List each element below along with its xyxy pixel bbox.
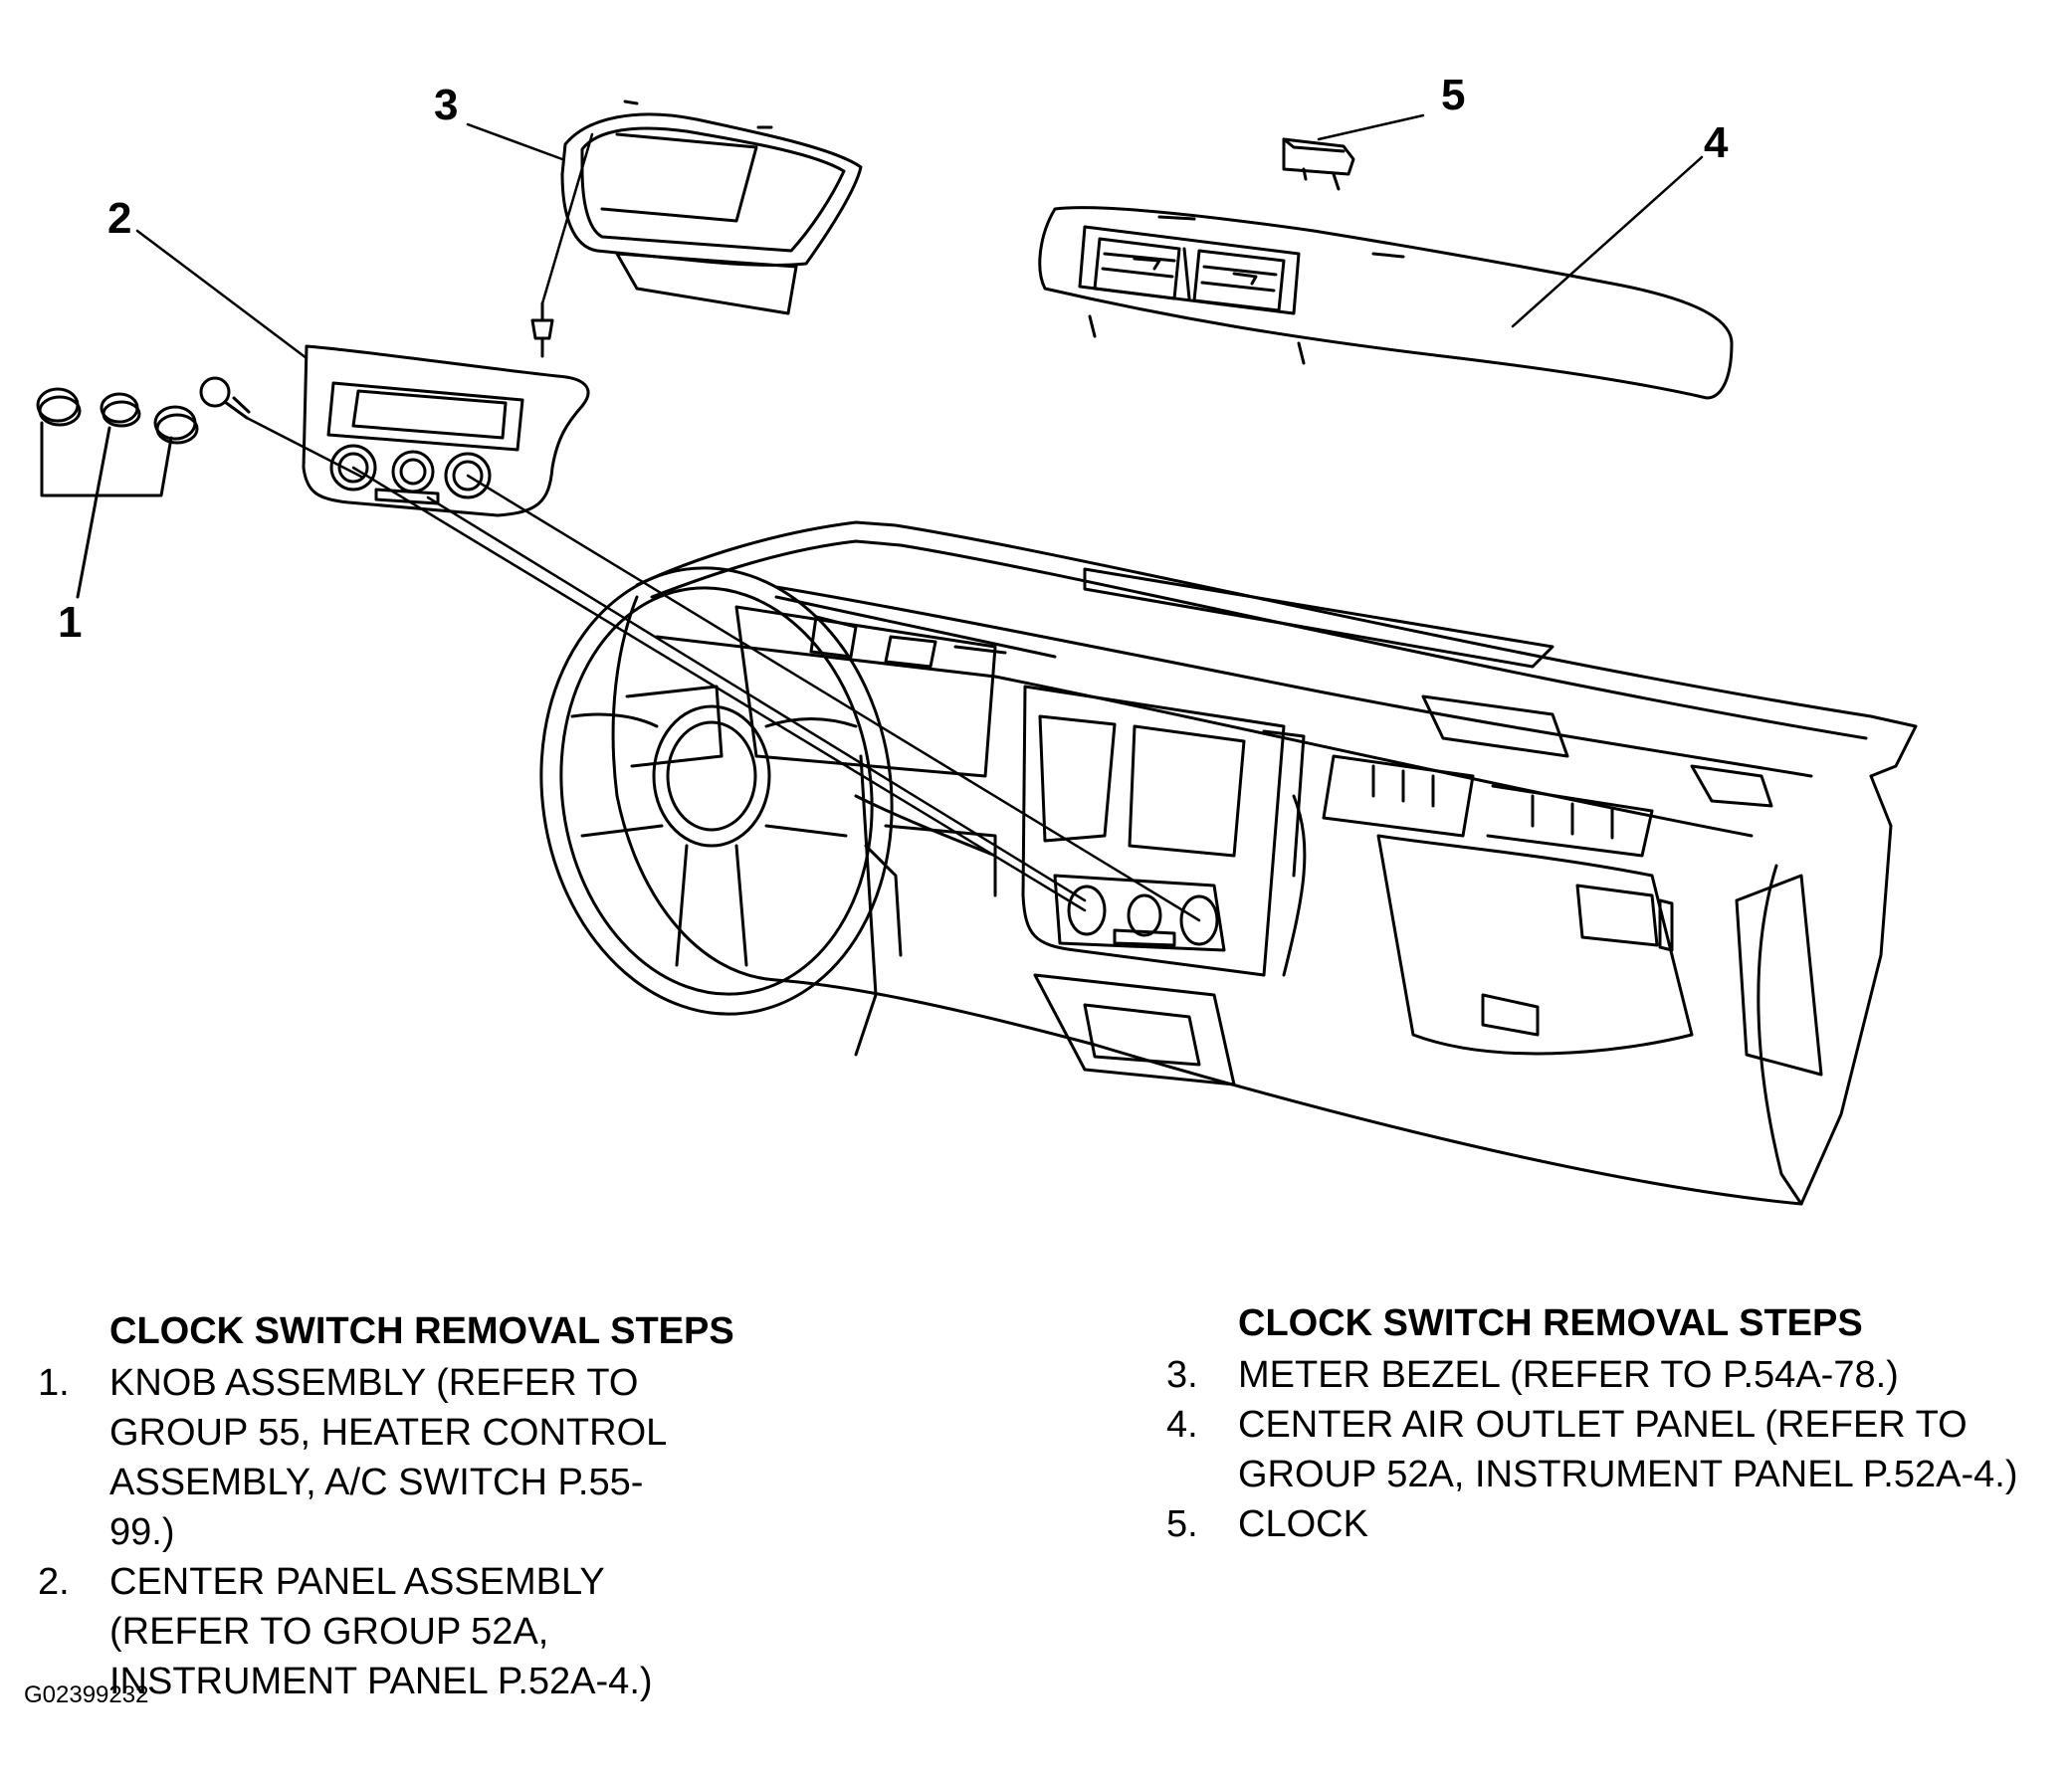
step-number: 2. <box>38 1561 70 1603</box>
step-item: 2. CENTER PANEL ASSEMBLY (REFER TO GROUP… <box>38 1557 734 1706</box>
center-air-outlet-panel <box>1038 206 1734 400</box>
knob-assembly <box>36 376 251 599</box>
callout-2: 2 <box>107 194 131 243</box>
meter-bezel <box>530 99 863 358</box>
step-item: 1. KNOB ASSEMBLY (REFER TO GROUP 55, HEA… <box>38 1358 734 1557</box>
step-number: 1. <box>38 1362 70 1404</box>
steps-right-heading: CLOCK SWITCH REMOVAL STEPS <box>1238 1302 1863 1344</box>
step-text: METER BEZEL (REFER TO P.54A-78.) <box>1238 1354 1899 1396</box>
steps-left-heading: CLOCK SWITCH REMOVAL STEPS <box>109 1310 734 1352</box>
step-item: 5. CLOCK <box>1166 1499 2054 1549</box>
callout-5: 5 <box>1441 71 1465 119</box>
step-text: CENTER AIR OUTLET PANEL (REFER TO GROUP … <box>1238 1404 2018 1495</box>
steps-right: CLOCK SWITCH REMOVAL STEPS 3. METER BEZE… <box>1166 1298 2054 1549</box>
step-text: CLOCK <box>1238 1503 1368 1545</box>
center-panel-assembly <box>302 344 590 517</box>
step-number: 4. <box>1166 1404 1198 1446</box>
step-text: KNOB ASSEMBLY (REFER TO GROUP 55, HEATER… <box>109 1362 666 1553</box>
leader-lines <box>76 113 1704 922</box>
instrument-panel <box>611 520 1918 1206</box>
steering-wheel <box>539 566 903 1057</box>
step-item: 4. CENTER AIR OUTLET PANEL (REFER TO GRO… <box>1166 1400 2054 1499</box>
step-text: CENTER PANEL ASSEMBLY (REFER TO GROUP 52… <box>109 1561 653 1702</box>
step-number: 3. <box>1166 1354 1198 1396</box>
callout-4: 4 <box>1704 118 1729 167</box>
steps-left: CLOCK SWITCH REMOVAL STEPS 1. KNOB ASSEM… <box>38 1306 734 1706</box>
callout-1: 1 <box>58 598 82 647</box>
dashboard-exploded-diagram: 1 2 3 4 5 <box>36 71 1918 1206</box>
callout-3: 3 <box>434 81 458 129</box>
step-number: 5. <box>1166 1503 1198 1545</box>
step-item: 3. METER BEZEL (REFER TO P.54A-78.) <box>1166 1350 2054 1400</box>
clock-part <box>1282 137 1355 191</box>
figure-id: G02399232 <box>24 1681 149 1708</box>
